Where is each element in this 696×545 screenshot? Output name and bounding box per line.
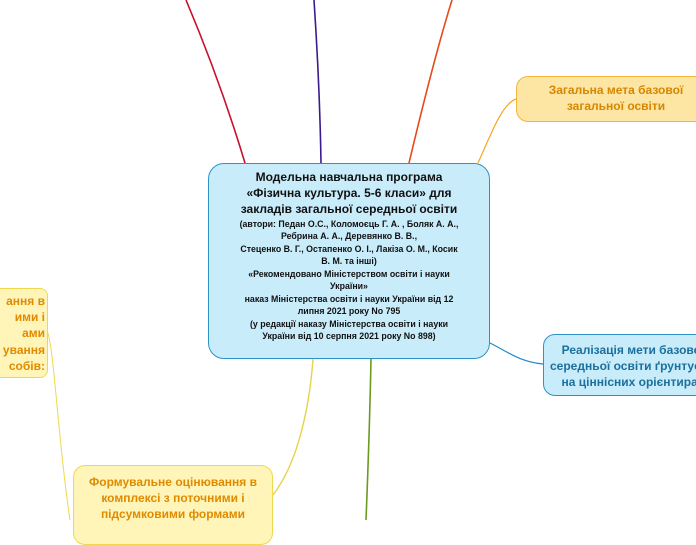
central-topic-details: (автори: Педан О.С., Коломоєць Г. А. , Б… <box>239 218 459 342</box>
topic-left-partial[interactable]: ання в ими і ами ування собів: <box>0 288 48 378</box>
central-topic[interactable]: Модельна навчальна програма «Фізична кул… <box>208 163 490 359</box>
branch-left <box>47 332 71 520</box>
branch-top-left <box>185 0 246 164</box>
topic-general-goal[interactable]: Загальна мета базової загальної освіти <box>516 76 696 122</box>
connector-lines <box>47 0 544 520</box>
branch-goal <box>477 98 517 164</box>
topic-formative-assessment[interactable]: Формувальне оцінювання в комплексі з пот… <box>73 465 273 545</box>
branch-formative <box>272 358 314 496</box>
branch-bottom-green <box>365 358 372 520</box>
branch-top-orange <box>408 0 453 164</box>
topic-goal-realization[interactable]: Реалізація мети базової середньої освіти… <box>543 334 696 396</box>
central-topic-title: Модельна навчальна програма «Фізична кул… <box>240 170 458 216</box>
branch-realization <box>489 342 544 365</box>
branch-top-purple <box>313 0 322 164</box>
